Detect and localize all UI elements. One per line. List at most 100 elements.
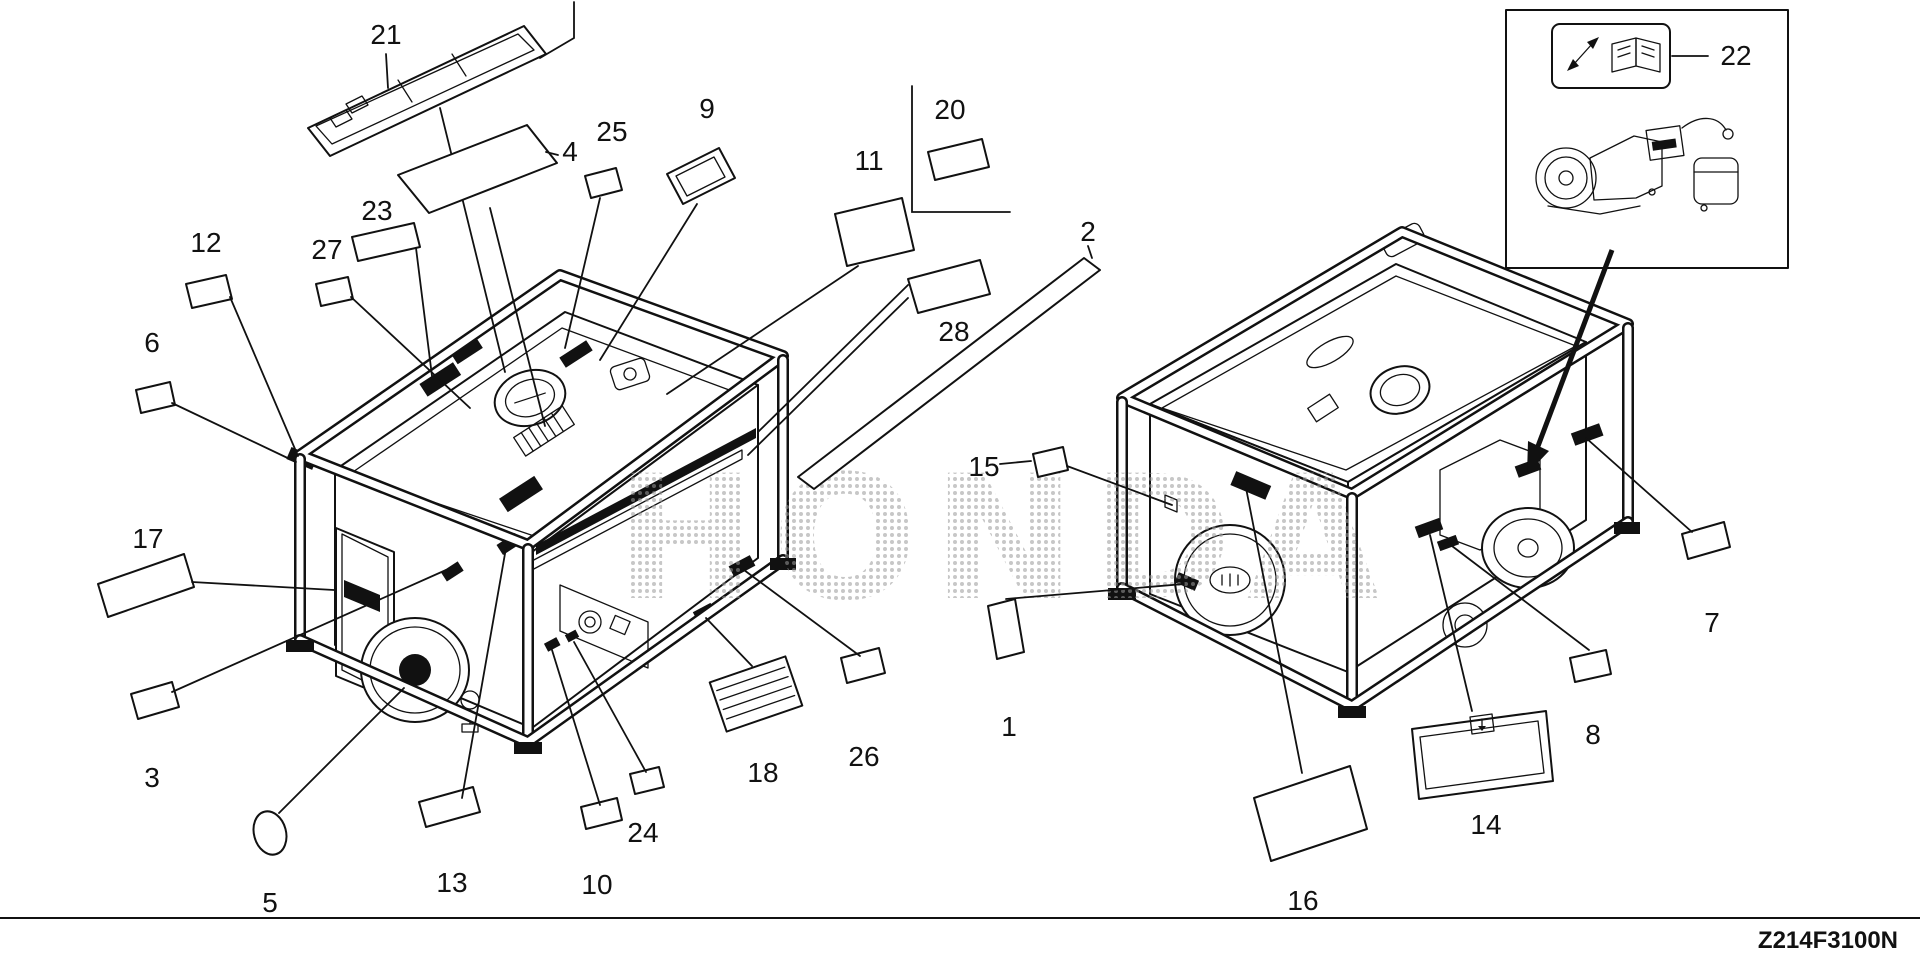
leader-line (489, 207, 546, 427)
label-outline (708, 655, 804, 733)
label-outline (797, 257, 1101, 490)
label-outline (584, 167, 623, 199)
leader-line (171, 402, 297, 463)
callout-number-3[interactable]: 3 (144, 762, 160, 793)
label-outline (580, 797, 623, 830)
callout-group-5: 5 (252, 687, 405, 918)
manual-icon-label (1551, 23, 1671, 89)
callout-group-17: 17 (97, 523, 335, 618)
label-outline (840, 647, 886, 684)
leader-line (705, 617, 753, 667)
leader-line (573, 641, 647, 773)
callout-number-13[interactable]: 13 (436, 867, 467, 898)
callout-number-2[interactable]: 2 (1080, 216, 1096, 247)
callout-number-4[interactable]: 4 (562, 136, 578, 167)
carburetor-illustration (1535, 117, 1739, 215)
leader-line (171, 569, 447, 693)
striped-spec-label (513, 405, 575, 457)
down-arrow-icon (1469, 713, 1495, 735)
callout-number-15[interactable]: 15 (968, 451, 999, 482)
callout-group-4: 4 (397, 124, 578, 427)
callout-group-24: 24 (573, 641, 665, 848)
callout-group-15: 15 (968, 446, 1173, 506)
callout-group-11: 11 (666, 145, 915, 395)
label-outline (252, 810, 288, 856)
label-outline (987, 598, 1025, 660)
callout-number-14[interactable]: 14 (1470, 809, 1501, 840)
label-outline (629, 766, 665, 795)
panel-label (499, 475, 543, 513)
front-label (1174, 572, 1200, 591)
callout-group-2: 2 (797, 216, 1101, 490)
callout-number-23[interactable]: 23 (361, 195, 392, 226)
leader-line (747, 297, 909, 456)
callout-number-6[interactable]: 6 (144, 327, 160, 358)
leader-line (1005, 583, 1185, 600)
callout-group-1: 1 (987, 583, 1185, 742)
under-frame-label (440, 561, 464, 582)
label-outline (185, 274, 233, 309)
foot-pad (286, 640, 314, 652)
foot-pad (1614, 522, 1640, 534)
front-label (543, 637, 561, 652)
callout-group-25: 25 (564, 116, 628, 349)
side-stripe-label (536, 428, 756, 555)
callout-number-12[interactable]: 12 (190, 227, 221, 258)
callout-group-3: 3 (130, 569, 447, 793)
right-generator-illustration (1108, 222, 1640, 718)
detail-pointer-arrow (1529, 249, 1615, 463)
leader-line (439, 107, 506, 373)
callout-number-11[interactable]: 11 (854, 145, 883, 176)
callout-number-26[interactable]: 26 (848, 741, 879, 772)
label-outline (1032, 446, 1069, 478)
callout-group-8: 8 (1447, 542, 1612, 750)
leader-line (350, 296, 471, 409)
callout-number-20[interactable]: 20 (934, 94, 965, 125)
footer: Z214F3100N (0, 917, 1920, 954)
callout-number-27[interactable]: 27 (311, 234, 342, 265)
label-outline (97, 553, 195, 618)
callout-group-23: 23 (351, 195, 433, 377)
foot-pad (514, 742, 542, 754)
front-label (564, 629, 580, 643)
callout-number-16[interactable]: 16 (1287, 885, 1318, 916)
callout-number-7[interactable]: 7 (1704, 607, 1720, 638)
callout-number-18[interactable]: 18 (747, 757, 778, 788)
leader-line (229, 296, 299, 457)
callout-number-8[interactable]: 8 (1585, 719, 1601, 750)
callout-number-5[interactable]: 5 (262, 887, 278, 918)
outlet-panel (559, 584, 649, 669)
label-outline (1569, 649, 1612, 683)
reference-bracket (539, 1, 575, 59)
leader-line (278, 687, 405, 814)
label-outline (418, 786, 481, 828)
callout-group-26: 26 (743, 569, 886, 772)
label-outline (907, 259, 991, 314)
callout-number-21[interactable]: 21 (370, 19, 401, 50)
recoil-starter (360, 617, 470, 723)
callout-group-22: 22 (1551, 23, 1752, 89)
callout-number-28[interactable]: 28 (938, 316, 969, 347)
callout-number-17[interactable]: 17 (132, 523, 163, 554)
callout-group-27: 27 (311, 234, 471, 409)
leader-line (666, 265, 859, 395)
label-outline (1253, 765, 1368, 862)
label-outline (135, 381, 176, 414)
leader-line (191, 581, 335, 591)
leader-line (415, 247, 433, 377)
callout-number-25[interactable]: 25 (596, 116, 627, 147)
callout-number-1[interactable]: 1 (1001, 711, 1017, 742)
label-outline (315, 276, 354, 307)
callout-number-9[interactable]: 9 (699, 93, 715, 124)
callout-group-14: 14 (1411, 534, 1554, 840)
callout-group-6: 6 (135, 327, 297, 463)
label-outline (834, 197, 915, 267)
engine-switch (609, 357, 651, 391)
foot-pad (1338, 706, 1366, 718)
callout-number-22[interactable]: 22 (1720, 40, 1751, 71)
callout-number-10[interactable]: 10 (581, 869, 612, 900)
float-bowl (1693, 157, 1739, 205)
fuel-filler-cap (1369, 365, 1431, 415)
callout-number-24[interactable]: 24 (627, 817, 658, 848)
